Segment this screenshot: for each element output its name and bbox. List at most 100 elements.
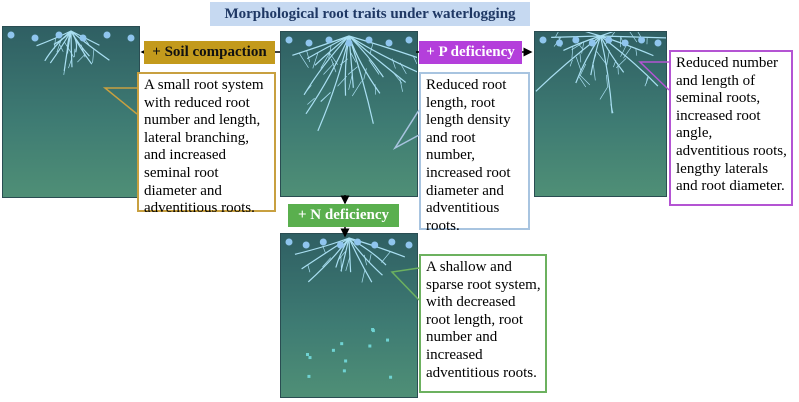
nutrient-particle bbox=[306, 353, 310, 357]
lateral-root bbox=[569, 59, 573, 67]
root-nodule bbox=[325, 36, 333, 44]
soil-compaction-description: A small root system with reduced root nu… bbox=[137, 72, 276, 216]
root-nodule bbox=[385, 39, 393, 47]
lateral-root bbox=[578, 76, 587, 88]
nutrient-particle bbox=[371, 329, 375, 333]
root-nodule bbox=[31, 34, 39, 42]
lateral-root bbox=[363, 254, 368, 266]
root-line bbox=[44, 30, 72, 62]
root-line bbox=[317, 35, 350, 132]
lateral-root bbox=[610, 103, 614, 114]
root-line bbox=[335, 237, 350, 268]
root-line bbox=[301, 237, 350, 270]
root-nodule bbox=[388, 238, 396, 246]
lateral-root bbox=[374, 84, 377, 95]
lateral-root bbox=[320, 92, 331, 103]
lateral-root bbox=[63, 41, 75, 58]
lateral-root bbox=[307, 264, 311, 273]
root-nodule bbox=[405, 36, 413, 44]
lateral-root bbox=[637, 32, 642, 39]
lateral-root bbox=[581, 42, 585, 54]
root-nodule bbox=[319, 238, 327, 246]
root-line bbox=[36, 30, 72, 47]
root-line bbox=[600, 32, 614, 37]
nutrient-particle bbox=[342, 369, 346, 373]
root-line bbox=[600, 35, 659, 87]
p-deficiency-roots bbox=[535, 32, 666, 114]
lateral-root bbox=[617, 63, 619, 75]
lateral-root bbox=[605, 74, 608, 87]
root-line bbox=[49, 30, 72, 64]
root-line bbox=[590, 35, 602, 76]
nutrient-particle bbox=[331, 348, 335, 352]
soil-compaction-roots bbox=[7, 30, 135, 75]
lateral-root bbox=[63, 66, 66, 75]
p-deficiency-tag: + P deficiency bbox=[419, 41, 522, 64]
nutrient-particle bbox=[340, 342, 344, 346]
root-line bbox=[348, 237, 406, 258]
lateral-root bbox=[350, 51, 357, 63]
root-nodule bbox=[7, 31, 15, 39]
root-nodule bbox=[621, 39, 629, 47]
lateral-root bbox=[620, 45, 627, 57]
root-line bbox=[294, 237, 350, 255]
root-line bbox=[348, 237, 387, 266]
n-deficiency-description: A shallow and sparse root system, with d… bbox=[419, 254, 547, 393]
root-nodule bbox=[405, 241, 413, 249]
lateral-root bbox=[615, 58, 627, 69]
root-line bbox=[599, 35, 625, 73]
p-deficiency-description: Reduced number and length of seminal roo… bbox=[669, 50, 793, 206]
root-line bbox=[348, 35, 417, 59]
root-line bbox=[575, 35, 601, 84]
lateral-root bbox=[312, 52, 319, 69]
root-nodule bbox=[127, 34, 135, 42]
waterlogging-roots bbox=[285, 35, 417, 132]
lateral-root bbox=[613, 60, 617, 68]
n-deficiency-roots bbox=[285, 237, 413, 379]
lateral-root bbox=[337, 76, 347, 87]
lateral-root bbox=[80, 44, 86, 58]
lateral-root bbox=[555, 32, 559, 37]
root-nodule bbox=[654, 39, 662, 47]
lateral-root bbox=[307, 97, 315, 105]
root-nodule bbox=[302, 241, 310, 249]
root-nodule bbox=[638, 36, 646, 44]
root-nodule bbox=[103, 31, 111, 39]
lateral-root bbox=[391, 58, 396, 69]
lateral-root bbox=[73, 48, 76, 58]
lateral-root bbox=[596, 51, 607, 64]
lateral-root bbox=[399, 62, 407, 75]
lateral-root bbox=[306, 50, 311, 63]
lateral-root bbox=[644, 77, 649, 87]
lateral-root bbox=[368, 59, 380, 75]
lateral-root bbox=[606, 49, 610, 66]
lateral-root bbox=[399, 77, 403, 92]
root-nodule bbox=[539, 36, 547, 44]
root-nodule bbox=[305, 39, 313, 47]
root-line bbox=[551, 35, 601, 38]
root-nodule bbox=[285, 36, 293, 44]
nutrient-particle bbox=[308, 356, 312, 360]
lateral-root bbox=[340, 58, 348, 66]
lateral-root bbox=[571, 46, 574, 59]
lateral-root bbox=[323, 62, 335, 75]
root-line bbox=[585, 32, 601, 37]
lateral-root bbox=[92, 48, 95, 63]
nutrient-particle bbox=[389, 375, 393, 379]
lateral-root bbox=[369, 43, 374, 55]
root-line bbox=[70, 30, 110, 61]
root-nodule bbox=[354, 238, 362, 246]
root-nodule bbox=[365, 36, 373, 44]
waterlogging-description: Reduced root length, root length density… bbox=[419, 72, 530, 234]
soil-compaction-tag: + Soil compaction bbox=[144, 41, 275, 64]
root-line bbox=[348, 237, 373, 283]
diagram-title: Morphological root traits under waterlog… bbox=[210, 2, 530, 26]
root-line bbox=[314, 35, 350, 66]
root-nodule bbox=[555, 39, 563, 47]
n-deficiency-tag: + N deficiency bbox=[288, 204, 399, 227]
lateral-root bbox=[623, 47, 632, 59]
root-line bbox=[70, 30, 90, 57]
root-line bbox=[348, 35, 384, 78]
root-line bbox=[305, 35, 350, 115]
lateral-root bbox=[363, 68, 367, 80]
